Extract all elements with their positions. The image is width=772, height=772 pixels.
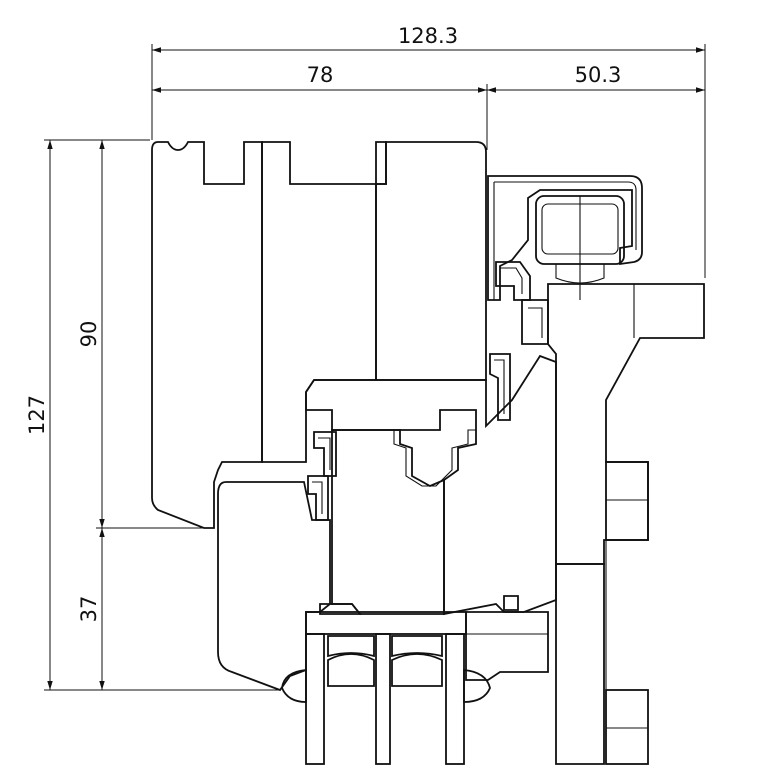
dimension-label-overall-width: 128.3 (398, 24, 458, 48)
frame-seal-clip-upper (495, 261, 549, 345)
dimension-label-lower-height: 37 (77, 596, 101, 623)
dimension-overall-height: 127 (25, 139, 280, 691)
sash-timber-middle (331, 429, 445, 615)
sash-timber-right (305, 354, 557, 616)
dimension-lower-height: 37 (77, 528, 105, 690)
frame-timber-left (151, 141, 263, 529)
dimension-overall-width: 128.3 (151, 24, 706, 278)
sash-rebate-step (332, 429, 476, 487)
frame-timber-middle (261, 141, 387, 463)
sash-profile-outer (547, 283, 705, 765)
dimension-sash-projection: 50.3 (487, 63, 705, 93)
frame-timber-right (375, 141, 487, 381)
dimension-label-upper-height: 90 (77, 321, 101, 348)
hardware-housing (535, 195, 625, 300)
dimension-label-frame-width: 78 (307, 63, 334, 87)
glazing-bead-left (319, 603, 362, 615)
sash-timber-left (217, 481, 331, 692)
glazing-unit (281, 611, 549, 765)
dimension-frame-width: 78 (152, 63, 488, 150)
dimension-label-overall-height: 127 (25, 395, 49, 435)
sash-seal-clip-middle (307, 353, 511, 521)
dimension-upper-height: 90 (77, 140, 210, 529)
aluminium-cladding-top (487, 175, 643, 301)
drainage-clip (503, 595, 519, 611)
dimension-label-sash-projection: 50.3 (575, 63, 622, 87)
